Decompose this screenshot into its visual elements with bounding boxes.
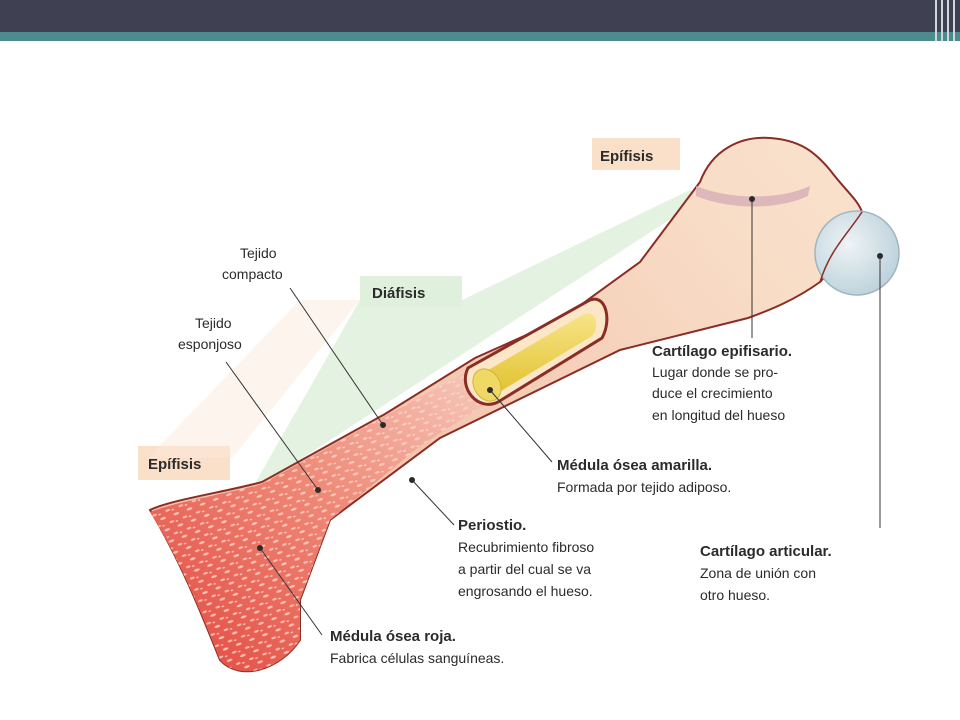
label-tejido-compacto-line1: Tejido — [240, 245, 277, 261]
callout-medula-amarilla: Médula ósea amarilla. Formada por tejido… — [557, 457, 731, 495]
svg-text:Recubrimiento fibroso: Recubrimiento fibroso — [458, 539, 594, 555]
callout-title: Cartílago articular. — [700, 543, 832, 560]
epifisis-top-highlight — [592, 138, 680, 170]
callout-title: Periostio. — [458, 517, 526, 534]
epifisis-zone-highlight — [148, 300, 360, 458]
svg-text:otro hueso.: otro hueso. — [700, 587, 770, 603]
label-tejido-compacto-line2: compacto — [222, 266, 283, 282]
svg-text:Lugar donde se pro-: Lugar donde se pro- — [652, 364, 778, 380]
svg-text:duce el crecimiento: duce el crecimiento — [652, 385, 773, 401]
diafisis-label-highlight — [360, 276, 462, 307]
header-edge-lines — [933, 0, 960, 41]
label-epifisis-bottom: Epífisis — [148, 456, 201, 473]
leader-lines — [225, 199, 881, 636]
slide-header-bar — [0, 0, 960, 32]
callout-title: Médula ósea amarilla. — [557, 457, 712, 474]
svg-text:engrosando el hueso.: engrosando el hueso. — [458, 583, 593, 599]
svg-text:Formada por tejido adiposo.: Formada por tejido adiposo. — [557, 479, 731, 495]
label-tejido-esponjoso-line2: esponjoso — [178, 336, 242, 352]
callout-title: Cartílago epifisario. — [652, 343, 792, 360]
diafisis-zone-highlight — [250, 190, 700, 492]
head-neck-outline — [819, 211, 863, 283]
spongy-texture — [150, 370, 500, 672]
svg-text:Zona de unión con: Zona de unión con — [700, 565, 816, 581]
label-diafisis: Diáfisis — [372, 285, 425, 302]
svg-text:Fabrica células sanguíneas.: Fabrica células sanguíneas. — [330, 650, 504, 666]
articular-cartilage-head — [814, 210, 900, 296]
label-tejido-esponjoso-line1: Tejido — [195, 315, 232, 331]
callout-medula-roja: Médula ósea roja. Fabrica células sanguí… — [330, 628, 504, 666]
callout-cartilago-articular: Cartílago articular. Zona de unión con o… — [700, 543, 832, 603]
label-epifisis-top: Epífisis — [600, 148, 653, 165]
leader-dots — [257, 196, 883, 551]
callout-periostio: Periostio. Recubrimiento fibroso a parti… — [458, 517, 594, 599]
yellow-marrow-end — [472, 368, 502, 402]
slide-accent-bar — [0, 32, 960, 41]
svg-text:en longitud del hueso: en longitud del hueso — [652, 407, 785, 423]
yellow-marrow — [475, 313, 597, 396]
svg-text:a partir del cual se va: a partir del cual se va — [458, 561, 591, 577]
epiphyseal-plate — [696, 186, 810, 207]
callout-cartilago-epifisario: Cartílago epifisario. Lugar donde se pro… — [652, 343, 792, 423]
callout-title: Médula ósea roja. — [330, 628, 456, 645]
